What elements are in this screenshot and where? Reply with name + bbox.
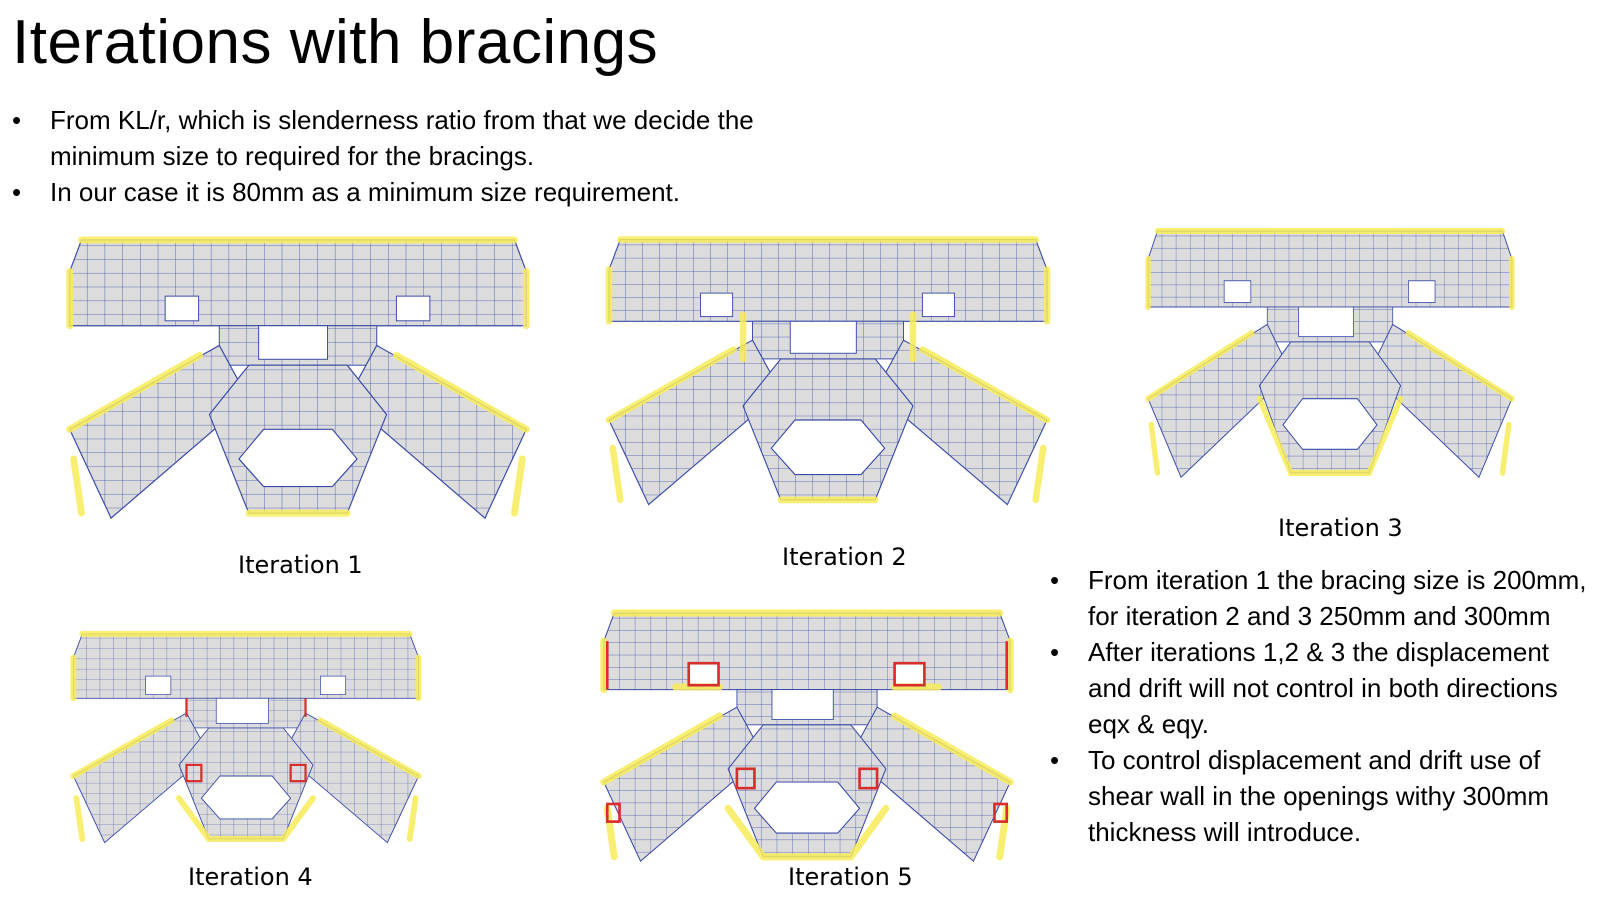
floor-plan-iteration-1 [52, 232, 544, 528]
plan-caption: Iteration 1 [238, 551, 363, 579]
plan-caption: Iteration 4 [188, 863, 313, 891]
bullet-item: To control displacement and drift use of… [1050, 742, 1595, 850]
floor-plan-iteration-5 [588, 606, 1026, 870]
intro-bullet-list: From KL/r, which is slenderness ratio fr… [12, 102, 802, 210]
bullet-item: From iteration 1 the bracing size is 200… [1050, 562, 1595, 634]
plan-caption: Iteration 3 [1278, 514, 1403, 542]
bullet-item: From KL/r, which is slenderness ratio fr… [12, 102, 802, 174]
plan-caption: Iteration 5 [788, 863, 913, 891]
slide-title: Iterations with bracings [12, 8, 659, 77]
summary-bullet-list: From iteration 1 the bracing size is 200… [1050, 562, 1595, 850]
bullet-item: After iterations 1,2 & 3 the displacemen… [1050, 634, 1595, 742]
floor-plan-iteration-2 [592, 232, 1064, 514]
floor-plan-iteration-3 [1134, 224, 1526, 486]
bullet-item: In our case it is 80mm as a minimum size… [12, 174, 802, 210]
plan-caption: Iteration 2 [782, 543, 907, 571]
floor-plan-iteration-4 [60, 628, 432, 850]
